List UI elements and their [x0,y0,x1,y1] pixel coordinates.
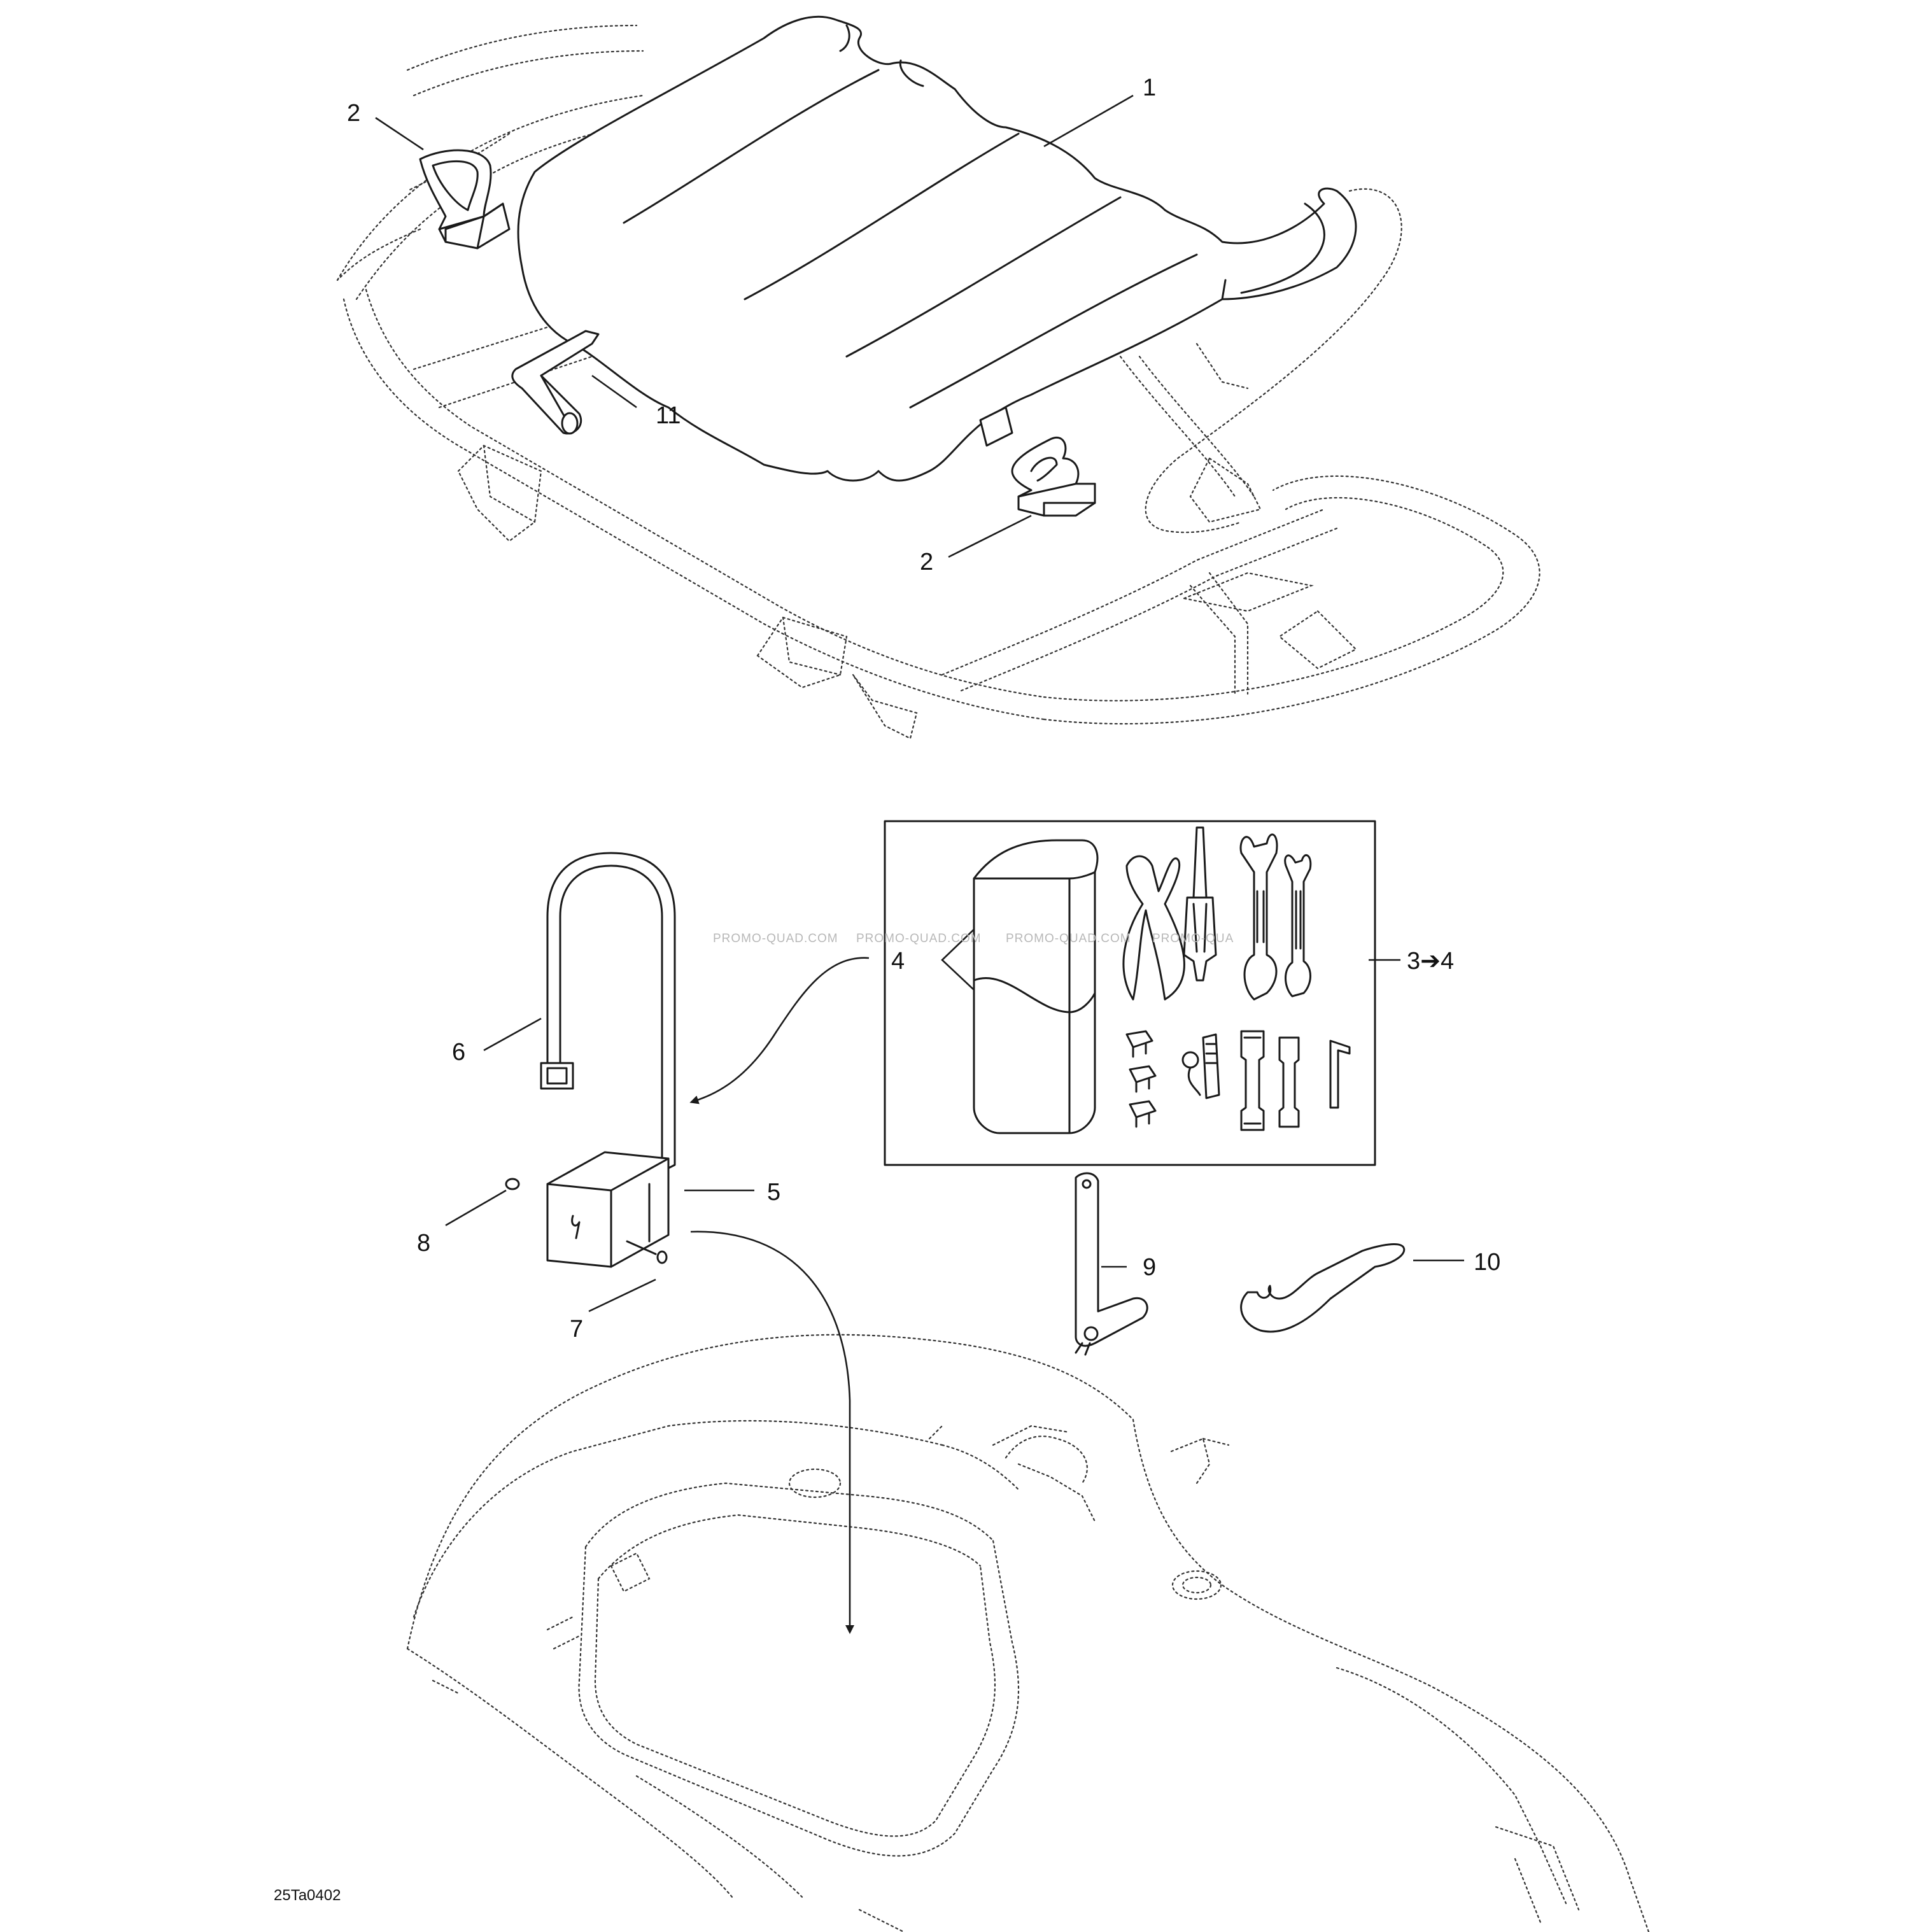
hex-key-icon [1329,1040,1351,1109]
rear-rack-frame [336,24,1541,725]
callout-11: 11 [656,402,680,429]
rack-bumper-pads [457,444,918,740]
box-wrench-large-icon [1240,1030,1265,1131]
callout-2-top: 2 [347,100,360,127]
callout-2-bottom: 2 [920,549,933,575]
stay-bar [1075,1172,1148,1356]
watermark-text-4: PROMO-QUA [1152,932,1234,945]
holding-strap [540,852,676,1173]
l-shaped-clip [511,330,600,435]
callout-4: 4 [891,948,905,975]
screwdriver-icon [1183,826,1217,982]
watermark-text-3: PROMO-QUAD.COM [1006,932,1131,945]
tool-holder-bracket [546,1151,670,1268]
reference-code: 25Ta0402 [274,1887,341,1904]
leader-lines [375,94,1464,1313]
callout-10: 10 [1474,1249,1500,1276]
watermark: PROMO-QUAD.COM PROMO-QUAD.COM PROMO-QUAD… [713,932,1234,945]
tool-bag [973,839,1099,1134]
strap-retainer-right [1011,436,1096,517]
strap-retainer-left [419,149,511,250]
callout-7: 7 [570,1316,583,1343]
pliers-icon [1122,855,1185,1001]
box-wrench-small-icon [1278,1036,1300,1128]
watermark-text-2: PROMO-QUAD.COM [856,932,982,945]
spanner-wrench [1240,1243,1406,1333]
callout-6: 6 [452,1039,465,1066]
rack-cover-tarp [517,15,1357,482]
flow-arrows [689,957,870,1634]
open-end-wrench-large-icon [1239,833,1278,1001]
callout-9: 9 [1143,1254,1156,1281]
callout-1: 1 [1143,74,1156,101]
rack-tiedown-bracket [1189,457,1262,523]
spark-plug-gauge-icon [1181,1033,1220,1099]
callout-3-to-4: 3➔4 [1407,948,1454,975]
callout-8: 8 [417,1230,430,1257]
watermark-text-1: PROMO-QUAD.COM [713,932,838,945]
vehicle-body-panel [406,1334,1650,1932]
tool-kit-frame [884,820,1376,1166]
fuses-icon [1125,1030,1157,1128]
rack-loop-outline [1145,188,1402,533]
open-end-wrench-small-icon [1284,854,1312,998]
washer [505,1178,520,1190]
callout-5: 5 [767,1179,780,1206]
